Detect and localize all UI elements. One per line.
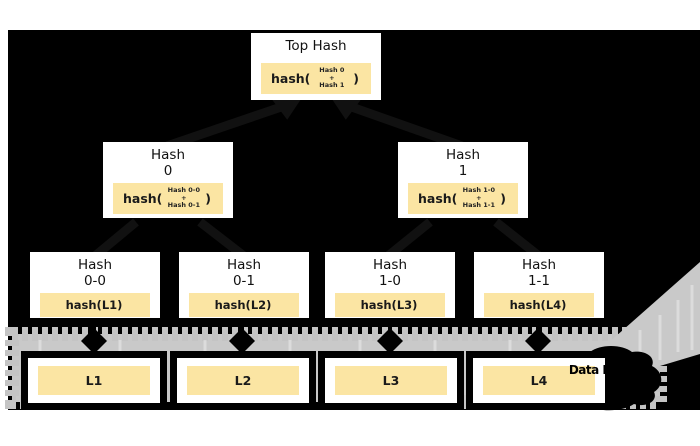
leaf-block-l1: L1 <box>28 358 160 403</box>
title-line-1: Hash <box>521 257 556 273</box>
hash-args: Hash 0 + Hash 1 <box>319 66 345 90</box>
title-line-2: 1 <box>458 163 468 180</box>
title-line-2: 0-0 <box>83 273 107 290</box>
hash-close: ) <box>353 71 359 86</box>
node-hash-0-title: Hash 0 <box>151 147 185 180</box>
hash-open: hash( <box>271 71 311 86</box>
hash-arg-top: Hash 1-0 <box>462 186 495 195</box>
data-blocks-label: Data Blocks <box>568 363 644 377</box>
node-top-hash-title: Top Hash <box>285 38 347 54</box>
leaf-block-l3: L3 <box>325 358 457 403</box>
node-hash-1-title: Hash 1 <box>446 147 480 180</box>
title-line-2: 1-0 <box>378 273 402 290</box>
node-hash-0-function-box: hash( Hash 0-0 + Hash 0-1 ) <box>113 182 223 214</box>
hash-arg-bottom: Hash 1 <box>319 81 345 90</box>
leaf-block-l3-label: L3 <box>335 366 447 395</box>
node-hash-1-1: Hash 1-1 hash(L4) <box>474 252 604 318</box>
node-hash-1-0: Hash 1-0 hash(L3) <box>325 252 455 318</box>
node-hash-1: Hash 1 hash( Hash 1-0 + Hash 1-1 ) <box>398 142 528 218</box>
node-hash-0-1-title: Hash 0-1 <box>227 257 261 290</box>
hash-arg-plus: + <box>181 193 187 202</box>
node-hash-0-1-function-box: hash(L2) <box>189 292 299 317</box>
node-hash-0-0: Hash 0-0 hash(L1) <box>30 252 160 318</box>
hash-arg-top: Hash 0 <box>319 66 345 75</box>
hash-arg-bottom: Hash 0-1 <box>167 201 200 210</box>
node-top-hash: Top Hash hash( Hash 0 + Hash 1 ) <box>251 33 381 100</box>
hash-arg-bottom: Hash 1-1 <box>462 201 495 210</box>
node-hash-0-0-title: Hash 0-0 <box>78 257 112 290</box>
node-hash-0-0-function-box: hash(L1) <box>40 292 150 317</box>
title-line-1: Hash <box>372 257 407 273</box>
hash-arg-plus: + <box>476 193 482 202</box>
title-line-1: Hash <box>445 147 480 163</box>
hash-arg-top: Hash 0-0 <box>167 186 200 195</box>
hash-open: hash( <box>123 190 163 206</box>
leaf-block-l2: L2 <box>177 358 309 403</box>
node-hash-0: Hash 0 hash( Hash 0-0 + Hash 0-1 ) <box>103 142 233 218</box>
hash-args: Hash 0-0 + Hash 0-1 <box>167 186 200 210</box>
title-line-1: Hash <box>226 257 261 273</box>
node-hash-0-1: Hash 0-1 hash(L2) <box>179 252 309 318</box>
title-line-1: Hash <box>150 147 185 163</box>
hash-arg-plus: + <box>329 73 335 82</box>
title-line-2: 1-1 <box>527 273 551 290</box>
title-line-1: Hash <box>77 257 112 273</box>
hash-args: Hash 1-0 + Hash 1-1 <box>462 186 495 210</box>
hash-open: hash( <box>418 190 458 206</box>
node-hash-1-1-function-box: hash(L4) <box>484 292 594 317</box>
title-line-2: 0-1 <box>232 273 256 290</box>
node-hash-1-function-box: hash( Hash 1-0 + Hash 1-1 ) <box>408 182 518 214</box>
node-top-hash-function-box: hash( Hash 0 + Hash 1 ) <box>261 63 371 94</box>
node-hash-1-1-title: Hash 1-1 <box>522 257 556 290</box>
hash-close: ) <box>500 190 506 206</box>
leaf-block-l2-label: L2 <box>187 366 299 395</box>
title-line-2: 0 <box>163 163 173 180</box>
leaf-block-l1-label: L1 <box>38 366 150 395</box>
node-hash-1-0-function-box: hash(L3) <box>335 292 445 317</box>
hash-close: ) <box>205 190 211 206</box>
node-hash-1-0-title: Hash 1-0 <box>373 257 407 290</box>
